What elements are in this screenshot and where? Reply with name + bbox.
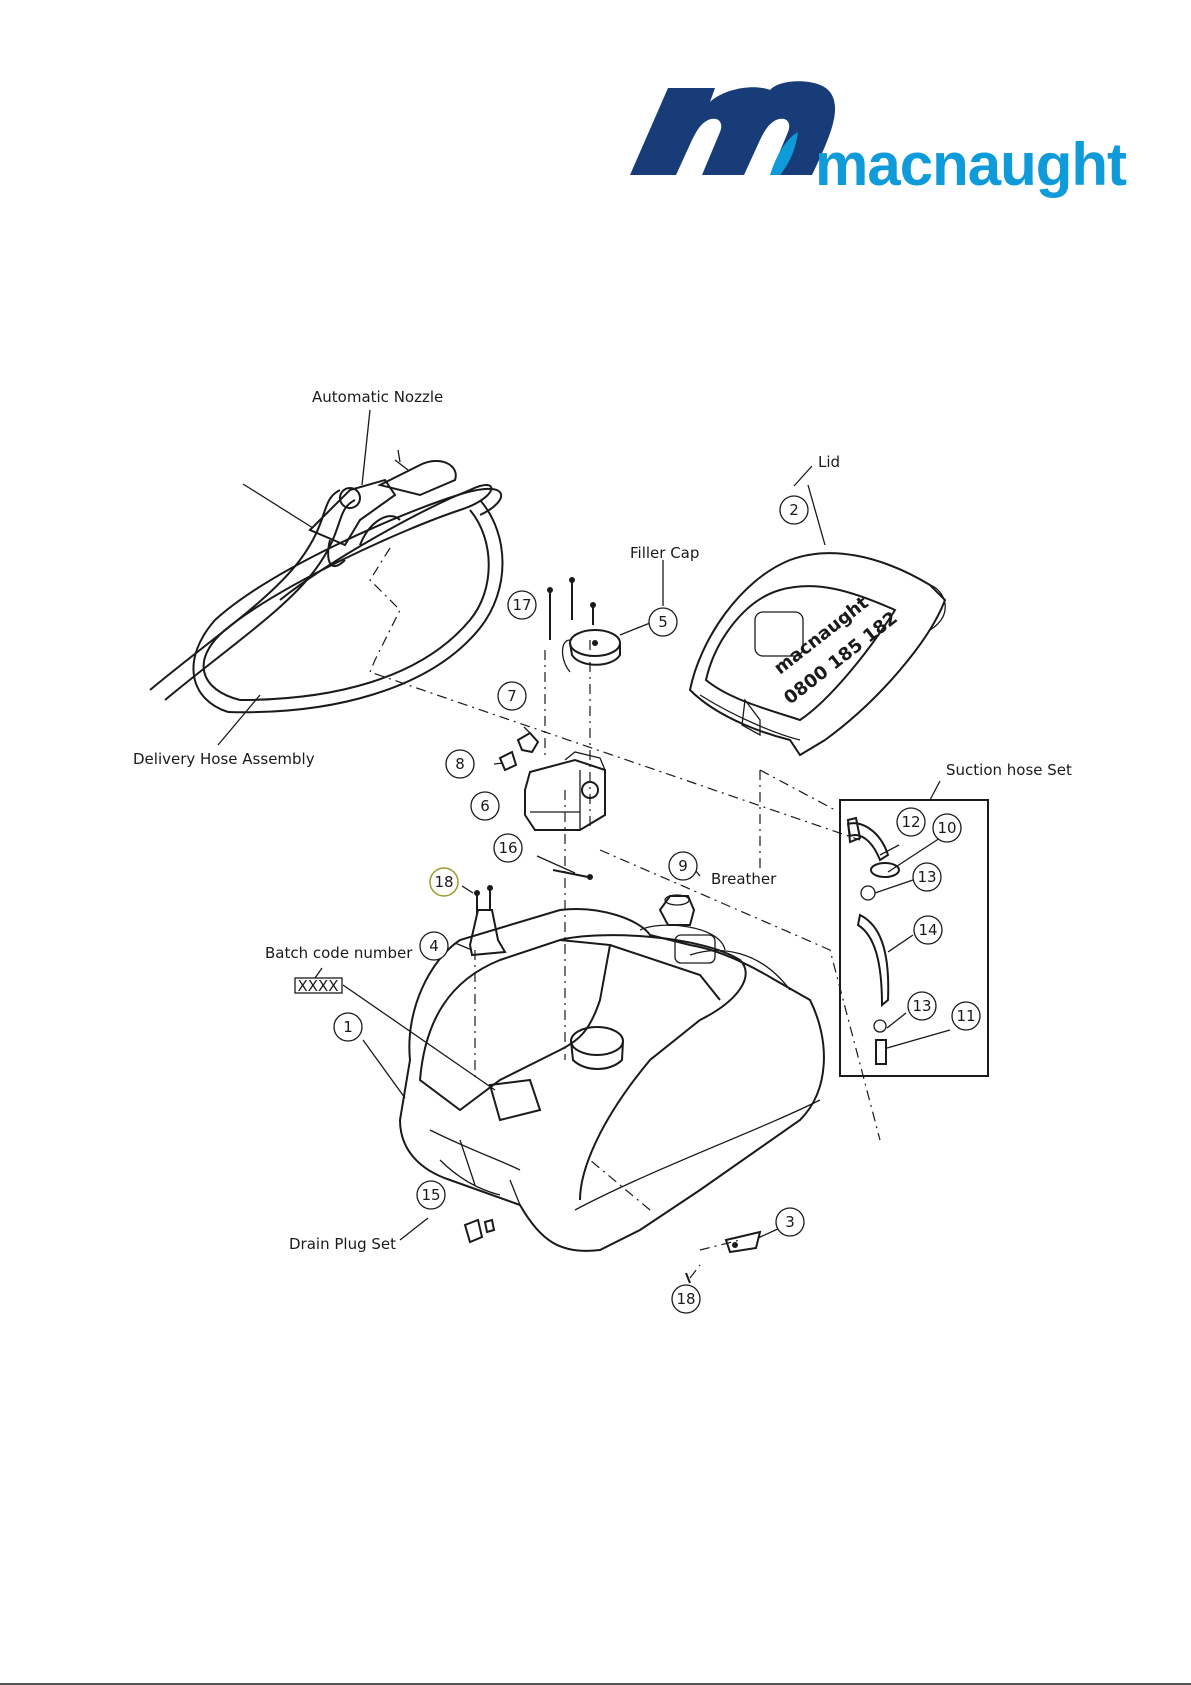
svg-text:6: 6 (480, 797, 490, 815)
svg-text:12: 12 (901, 813, 920, 831)
suction-hose-label: Suction hose Set (946, 761, 1072, 779)
delivery-hose-label: Delivery Hose Assembly (133, 750, 315, 768)
svg-text:13: 13 (917, 868, 936, 886)
lid: macnaught 0800 185 182 (690, 553, 945, 755)
batch-code-box: XXXX (297, 977, 338, 995)
callout-9: 9 (669, 852, 697, 880)
callout-2: 2 (780, 496, 808, 524)
callout-13b: 13 (908, 992, 936, 1020)
svg-text:7: 7 (507, 687, 517, 705)
svg-text:18: 18 (434, 873, 453, 891)
filler-cap (563, 630, 621, 672)
svg-text:2: 2 (789, 501, 799, 519)
callout-10: 10 (933, 814, 961, 842)
svg-text:13: 13 (912, 997, 931, 1015)
tank-body (400, 909, 824, 1251)
callout-17: 17 (508, 591, 536, 619)
callout-8: 8 (446, 750, 474, 778)
callout-18a: 18 (430, 868, 458, 896)
svg-text:3: 3 (785, 1213, 795, 1231)
callout-1: 1 (334, 1013, 362, 1041)
delivery-hose-assembly (150, 485, 503, 712)
breather (660, 895, 694, 925)
automatic-nozzle (310, 450, 456, 566)
svg-text:5: 5 (658, 613, 668, 631)
breather-label: Breather (711, 870, 777, 888)
callout-18b: 18 (672, 1285, 700, 1313)
callout-15: 15 (417, 1181, 445, 1209)
batch-code-label: Batch code number (265, 944, 413, 962)
svg-text:11: 11 (956, 1007, 975, 1025)
callout-14: 14 (914, 916, 942, 944)
callout-5: 5 (649, 608, 677, 636)
suction-hose-set (848, 818, 899, 1064)
callout-12: 12 (897, 808, 925, 836)
callout-6: 6 (471, 792, 499, 820)
svg-text:18: 18 (676, 1290, 695, 1308)
elbow-fitting-7 (518, 733, 538, 752)
callout-11: 11 (952, 1002, 980, 1030)
suction-hose-set-box (840, 800, 988, 1076)
mounting-bracket-4 (470, 885, 505, 955)
svg-text:4: 4 (429, 937, 439, 955)
svg-text:1: 1 (343, 1018, 353, 1036)
lid-label: Lid (818, 453, 840, 471)
callout-16: 16 (494, 834, 522, 862)
svg-text:17: 17 (512, 596, 531, 614)
svg-text:14: 14 (918, 921, 937, 939)
callout-3: 3 (776, 1208, 804, 1236)
drain-plug-label: Drain Plug Set (289, 1235, 396, 1253)
svg-text:16: 16 (498, 839, 517, 857)
callout-7: 7 (498, 682, 526, 710)
svg-text:15: 15 (421, 1186, 440, 1204)
barb-fitting-8 (500, 752, 516, 770)
callout-13a: 13 (913, 863, 941, 891)
drain-plug-set (465, 1220, 494, 1242)
automatic-nozzle-label: Automatic Nozzle (312, 388, 443, 406)
filler-cap-label: Filler Cap (630, 544, 699, 562)
svg-text:10: 10 (937, 819, 956, 837)
callout-4: 4 (420, 932, 448, 960)
svg-text:8: 8 (455, 755, 465, 773)
bracket-3 (726, 1232, 760, 1252)
svg-text:9: 9 (678, 857, 688, 875)
